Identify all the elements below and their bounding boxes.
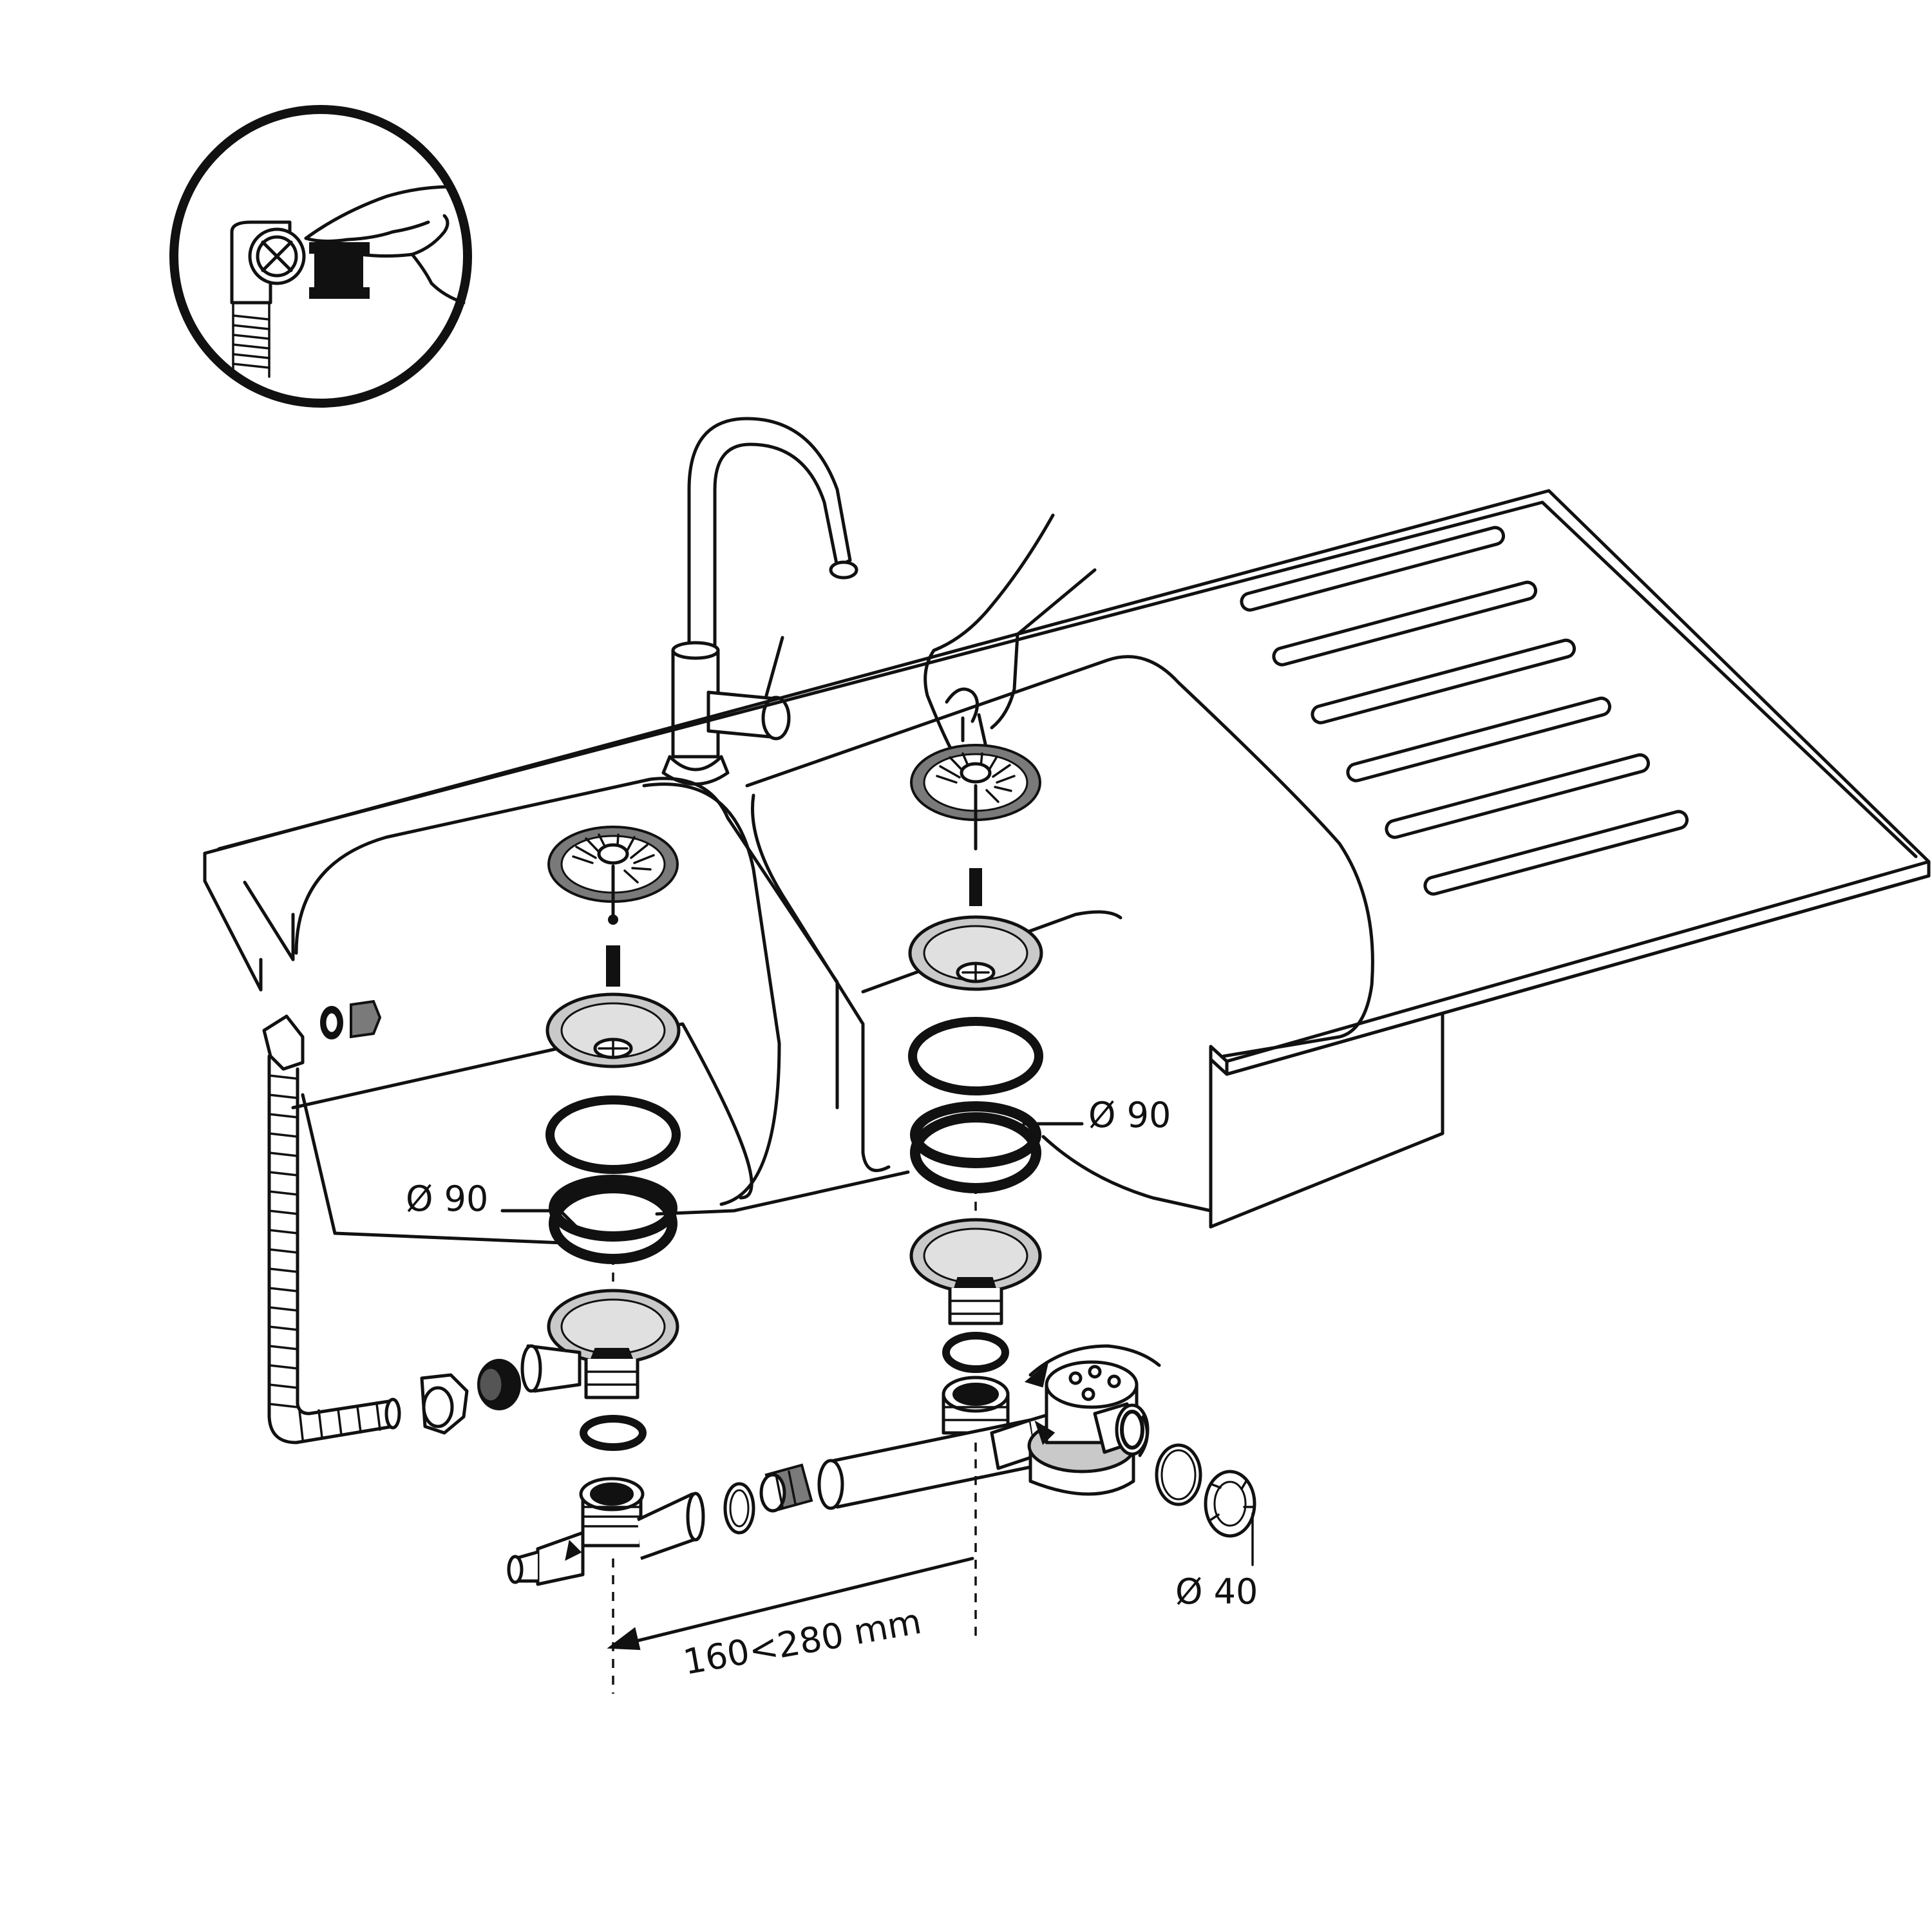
bottle-trap (1024, 1344, 1161, 1496)
right-strainer-basket (910, 744, 1041, 906)
outlet-nut-40 (1204, 1470, 1256, 1566)
left-waste-tee (507, 1477, 705, 1586)
outlet-ring (1155, 1443, 1202, 1506)
right-gasket-90 (910, 1101, 1041, 1193)
right-drain-body-bottom (909, 1218, 1042, 1325)
left-drain-body-top (545, 992, 681, 1068)
left-gasket-ring (545, 1095, 681, 1174)
left-o-ring (580, 1415, 647, 1451)
right-drain-stack (908, 744, 1043, 1435)
outlet-diameter-label: Ø 40 (1175, 1571, 1258, 1612)
right-gasket-diameter-label: Ø 90 (1088, 1095, 1171, 1135)
left-strainer-basket (547, 826, 679, 987)
hand-holding-strainer (923, 513, 1097, 749)
right-o-ring (942, 1332, 1009, 1373)
inset-stopper-part (309, 242, 370, 299)
drain-spacing-label: 160<280 mm (680, 1601, 924, 1683)
drainboard-ribs (1240, 526, 1689, 896)
left-overflow-connector (420, 1373, 469, 1435)
left-gasket-90 (549, 1175, 677, 1264)
left-drain-stack (420, 826, 705, 1586)
left-drain-body-bottom (520, 1289, 679, 1399)
left-diameter-leader (500, 1209, 578, 1229)
left-gasket-diameter-label: Ø 90 (406, 1179, 488, 1219)
inset-detail (169, 105, 472, 408)
right-union-nut (942, 1376, 1010, 1435)
overflow-hose (262, 999, 401, 1444)
right-gasket-ring (908, 1017, 1043, 1095)
sink-body (203, 489, 1931, 1245)
left-overflow-nut (477, 1359, 521, 1410)
spacing-dimension-arrow (607, 1557, 974, 1651)
pipe-nut (759, 1463, 813, 1513)
inset-elbow-fitting (230, 220, 306, 378)
right-drain-body-top (908, 915, 1043, 991)
inset-hand (304, 185, 466, 305)
faucet (661, 417, 858, 786)
